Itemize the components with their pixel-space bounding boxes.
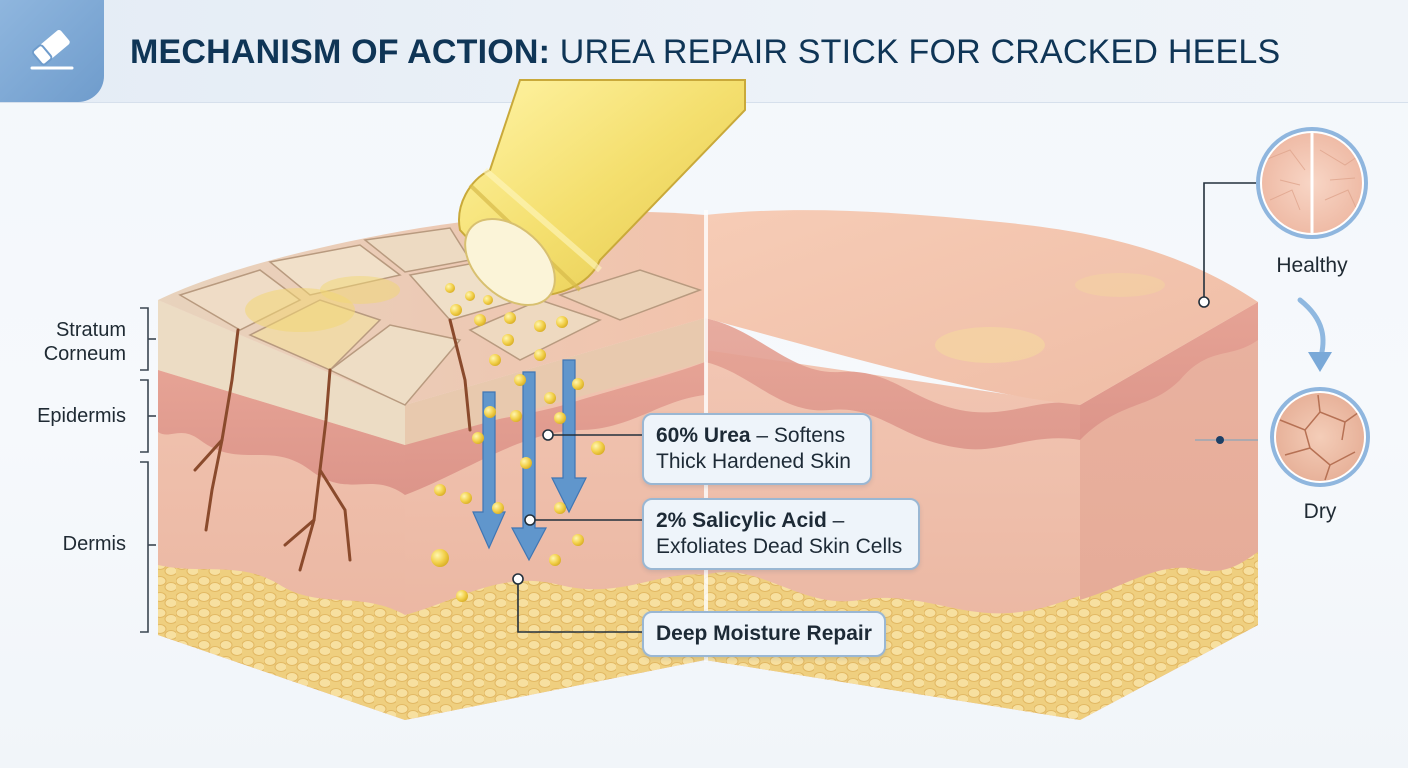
moisture-label: Deep Moisture Repair <box>656 622 872 645</box>
left-stratum-front <box>158 300 405 445</box>
right-block-top <box>705 210 1258 405</box>
callout-salicylic-acid: 2% Salicylic Acid – Exfoliates Dead Skin… <box>642 498 920 570</box>
callout-urea: 60% Urea – Softens Thick Hardened Skin <box>642 413 872 485</box>
right-side-epidermis <box>1080 302 1258 440</box>
epidermis-label: Epidermis <box>37 405 126 427</box>
comparison-connectors <box>1195 182 1258 441</box>
salicylic-line2: Exfoliates Dead Skin Cells <box>656 535 903 558</box>
left-epidermis-front <box>158 370 405 495</box>
heel-cracks <box>193 318 472 572</box>
salicylic-rest: – <box>826 509 845 532</box>
urea-bold: 60% Urea <box>656 424 751 447</box>
left-epidermis-side <box>405 362 705 495</box>
dry-label: Dry <box>1303 500 1337 523</box>
header-bar: MECHANISM OF ACTION: UREA REPAIR STICK F… <box>0 0 1408 103</box>
dry-skin-sample <box>1270 387 1370 487</box>
callout-anchor-dots <box>512 429 554 585</box>
title-bold: MECHANISM OF ACTION: <box>130 33 551 71</box>
salicylic-bold: 2% Salicylic Acid <box>656 509 827 532</box>
logo-tab <box>0 0 104 102</box>
healthy-skin-sample <box>1256 127 1368 239</box>
layer-brackets <box>140 307 156 633</box>
right-block-epidermis <box>705 318 1080 450</box>
urea-rest: – Softens <box>750 424 846 447</box>
left-fat-front <box>158 565 405 720</box>
transition-arrow <box>1297 297 1332 372</box>
callout-connectors <box>517 434 642 633</box>
urea-line2: Thick Hardened Skin <box>656 450 851 473</box>
stratum-corneum-line2: Corneum <box>43 343 126 365</box>
callout-moisture: Deep Moisture Repair <box>642 611 886 657</box>
dermis-label: Dermis <box>62 533 126 555</box>
title-rest: UREA REPAIR STICK FOR CRACKED HEELS <box>550 33 1281 71</box>
eraser-icon <box>30 29 74 70</box>
right-block-fat <box>705 572 1080 720</box>
stratum-corneum-line1: Stratum <box>55 319 126 341</box>
stratum-corneum-label: Stratum Corneum <box>24 318 126 366</box>
left-fat-side <box>405 574 705 720</box>
urea-stick-applicator <box>458 79 746 307</box>
right-side-fat <box>1080 552 1258 720</box>
page-title: MECHANISM OF ACTION: UREA REPAIR STICK F… <box>130 30 1280 74</box>
healthy-label: Healthy <box>1276 254 1348 277</box>
left-stratum-side <box>405 318 705 445</box>
urea-droplets <box>431 283 605 602</box>
